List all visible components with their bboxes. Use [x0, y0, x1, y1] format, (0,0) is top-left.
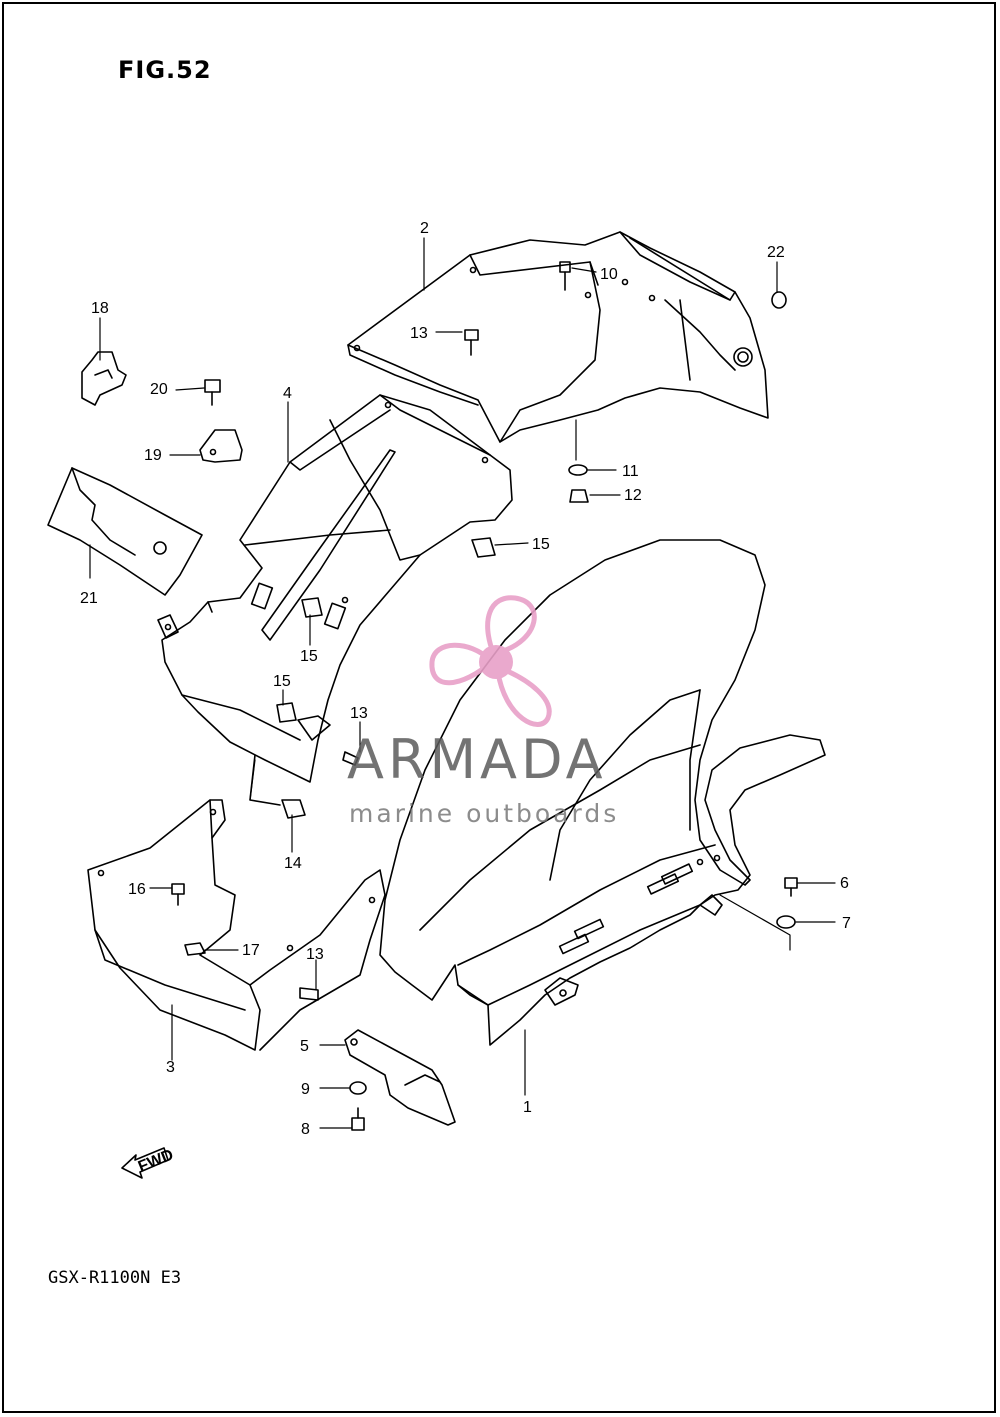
- callout-label: 3: [166, 1059, 175, 1076]
- callout-label: 14: [284, 855, 302, 872]
- callout-label: 7: [842, 915, 851, 932]
- callout-label: 10: [600, 266, 618, 283]
- callout-label: 5: [300, 1038, 309, 1055]
- part-19-bracket: [199, 429, 243, 463]
- part-2-tail-bracket: [347, 231, 769, 443]
- part-1-rear-fender: [379, 539, 826, 1046]
- leader-lines: [89, 237, 836, 1129]
- watermark-propeller-icon: [429, 595, 552, 727]
- callout-label: 12: [624, 487, 642, 504]
- watermark-tagline: marine outboards: [349, 799, 620, 828]
- callout-label: 22: [767, 244, 785, 261]
- callout-label: 6: [840, 875, 849, 892]
- model-code: GSX-R1100N E3: [48, 1268, 182, 1288]
- callout-label: 1: [523, 1099, 532, 1116]
- watermark-brand: ARMADA: [347, 728, 607, 791]
- part-3-splash-guard: [87, 799, 386, 1051]
- callout-label: 20: [150, 381, 168, 398]
- callout-label: 2: [420, 220, 429, 237]
- callout-label: 9: [301, 1081, 310, 1098]
- callout-label: 13: [306, 946, 324, 963]
- callout-label: 17: [242, 942, 260, 959]
- part-5-bracket: [344, 1029, 456, 1126]
- callout-label: 8: [301, 1121, 310, 1138]
- callout-label: 18: [91, 300, 109, 317]
- callout-label: 13: [350, 705, 368, 722]
- callout-label: 15: [300, 648, 318, 665]
- callout-label: 21: [80, 590, 98, 607]
- callout-label: 19: [144, 447, 162, 464]
- part-18-clamp: [81, 351, 127, 406]
- callout-label: 15: [532, 536, 550, 553]
- callout-label: 4: [283, 385, 292, 402]
- callout-label: 13: [410, 325, 428, 342]
- figure-title: FIG.52: [118, 56, 212, 84]
- callout-labels: 1 2 3 4 5 6 7 8 9 10 11 12 13 13 13 14 1…: [80, 220, 851, 1176]
- callout-label: 11: [622, 463, 639, 480]
- callout-label: 16: [128, 881, 146, 898]
- fwd-arrow-icon: [121, 1147, 169, 1179]
- fasteners: [171, 261, 798, 1131]
- callout-label: 15: [273, 673, 291, 690]
- part-21-sleeve: [47, 467, 203, 596]
